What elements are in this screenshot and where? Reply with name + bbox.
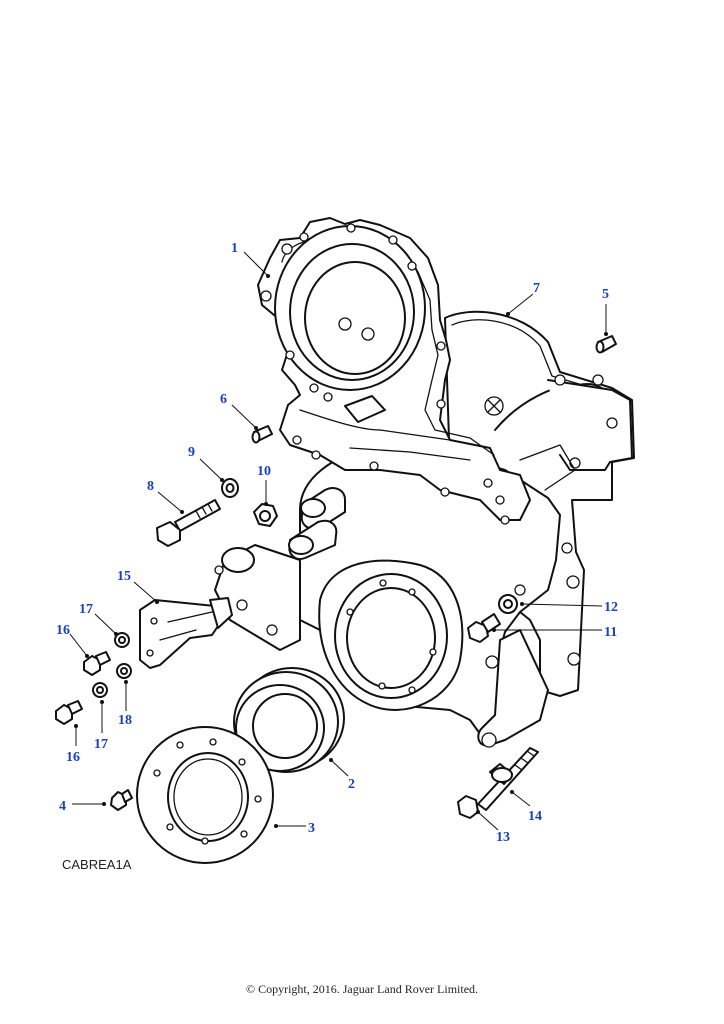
- nut-10: [253, 503, 278, 527]
- callout-3: 3: [308, 821, 315, 836]
- callout-1: 1: [231, 241, 238, 256]
- callout-15: 15: [117, 569, 131, 584]
- washer-9: [221, 478, 239, 498]
- leader-lines: [69, 251, 608, 831]
- dowel-5: [595, 335, 617, 354]
- callout-10: 10: [257, 464, 271, 479]
- callout-17b: 17: [94, 737, 108, 752]
- callout-11: 11: [604, 625, 617, 640]
- callout-5: 5: [602, 287, 609, 302]
- seal-retainer-3: [136, 726, 274, 864]
- callout-13: 13: [496, 830, 510, 845]
- bolt-11: [467, 613, 501, 643]
- callout-6: 6: [220, 392, 227, 407]
- bracket-15: [139, 597, 233, 669]
- bolt-4: [110, 789, 133, 811]
- callout-14: 14: [528, 809, 542, 824]
- callout-12: 12: [604, 600, 618, 615]
- callout-8: 8: [147, 479, 154, 494]
- callout-2: 2: [348, 777, 355, 792]
- callout-7: 7: [533, 281, 540, 296]
- washer-12: [498, 594, 518, 614]
- spring-washer-17a: [114, 632, 130, 648]
- callout-4: 4: [59, 799, 66, 814]
- timing-cover: [214, 217, 633, 748]
- callout-18: 18: [118, 713, 132, 728]
- spring-washer-17b: [92, 682, 108, 698]
- bolt-16b: [55, 700, 83, 725]
- callout-17a: 17: [79, 602, 93, 617]
- oil-seal-2: [233, 667, 345, 773]
- callout-16b: 16: [66, 750, 80, 765]
- washer-18: [116, 663, 132, 679]
- spacer-14: [489, 763, 513, 785]
- illustration-code: CABREA1A: [62, 857, 132, 872]
- bolt-16a: [83, 651, 111, 676]
- dowel-6: [251, 425, 273, 444]
- stud-bolt-13: [457, 747, 539, 819]
- bolt-8: [156, 499, 221, 547]
- callout-16a: 16: [56, 623, 70, 638]
- callout-9: 9: [188, 445, 195, 460]
- callout-labels: 1 2 3 4 5 6 7 8 9 10 11 12 13 14 15 16 1…: [56, 241, 618, 845]
- copyright-notice: © Copyright, 2016. Jaguar Land Rover Lim…: [245, 982, 479, 996]
